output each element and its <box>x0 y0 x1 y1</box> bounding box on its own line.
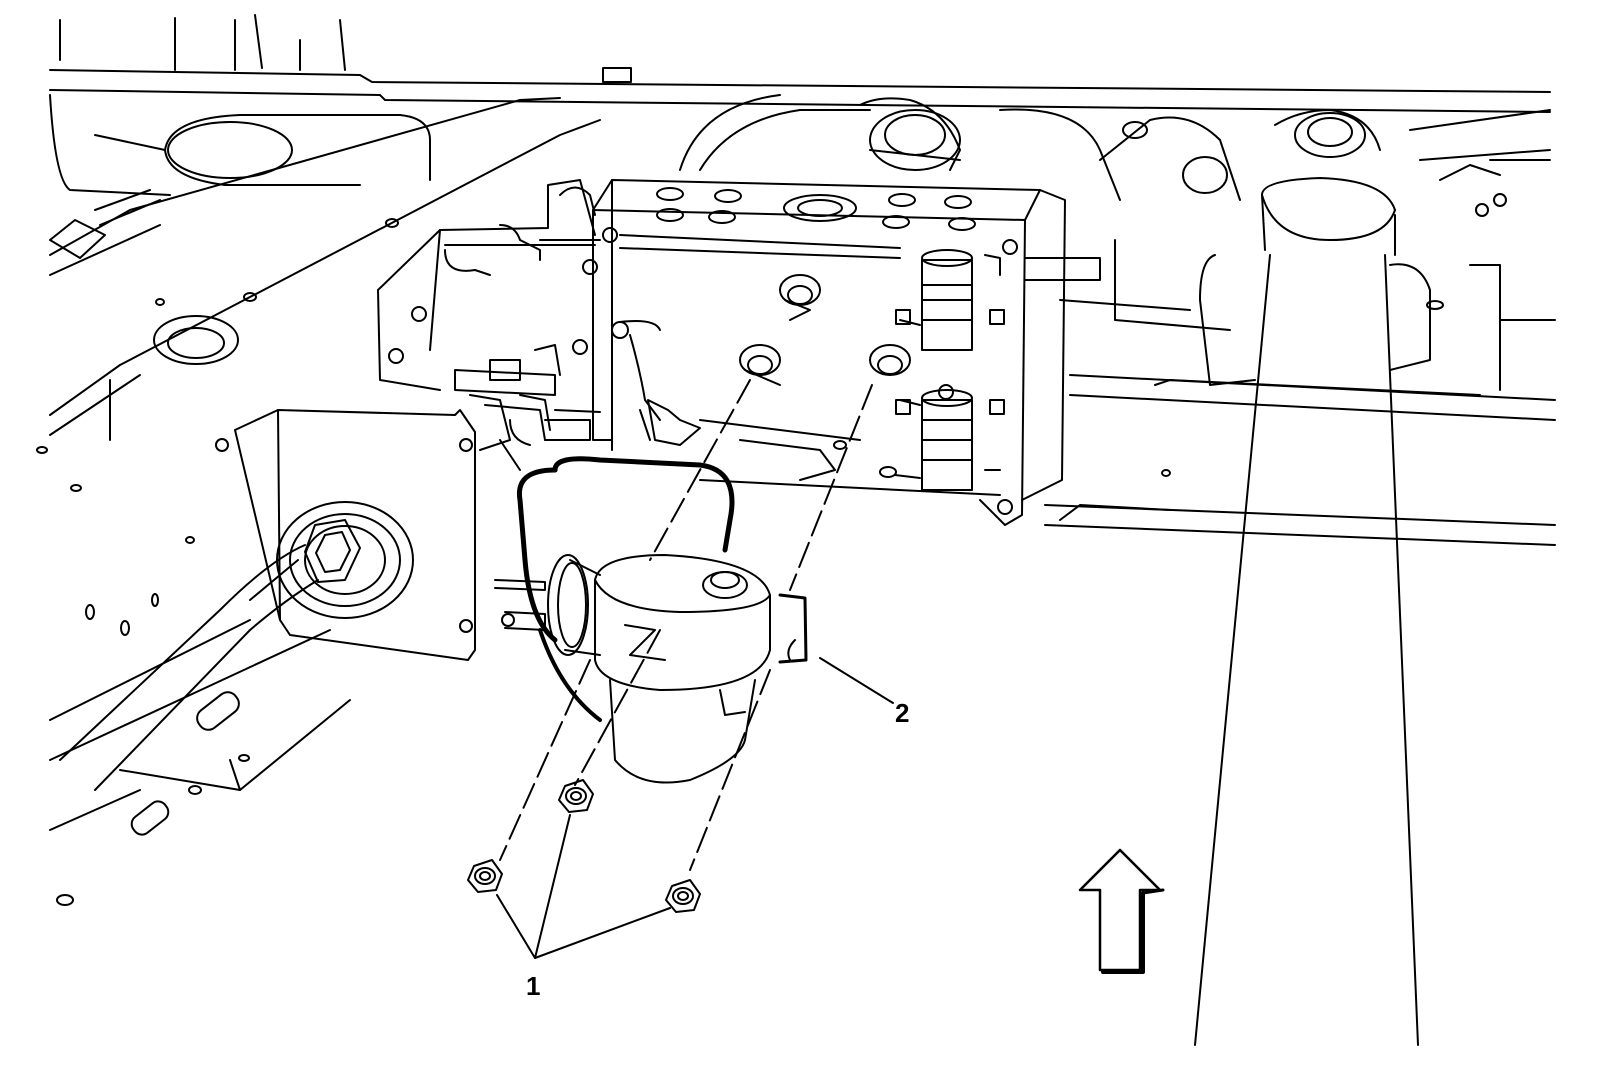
frame-rail-left <box>37 98 600 905</box>
bolt-middle <box>559 780 593 812</box>
callout-label-2: 2 <box>895 698 910 728</box>
callout-label-1: 1 <box>526 971 541 1001</box>
drivetrain-background <box>680 95 1555 420</box>
up-arrow-icon <box>1080 850 1163 972</box>
bolt-left <box>468 860 502 892</box>
explode-lines <box>500 380 872 870</box>
air-dryer-canister <box>495 459 806 783</box>
valve-panel <box>593 180 1100 525</box>
bolt-right <box>666 880 700 912</box>
frame-mount-plate <box>60 410 475 790</box>
drive-shaft <box>1195 178 1430 1045</box>
lower-frame-edge <box>700 470 1555 545</box>
mounting-bracket <box>378 180 700 470</box>
callout-leaders <box>497 658 893 958</box>
vehicle-body-outline <box>50 15 1550 195</box>
bolt-group <box>468 780 700 912</box>
